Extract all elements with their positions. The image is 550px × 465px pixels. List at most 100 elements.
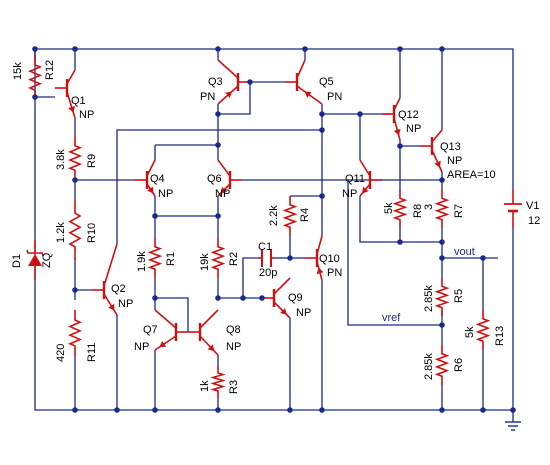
junction-dot [72, 46, 78, 52]
junction-dot [319, 193, 325, 199]
transistor-q2-part [108, 303, 115, 311]
label-q2: Q2 [111, 283, 126, 295]
resistor-r12 [27, 55, 43, 100]
zener-d1-body [28, 254, 42, 266]
wire-q2-col [116, 129, 322, 244]
transistor-q8 [188, 309, 219, 356]
label-q6: Q6 [207, 173, 222, 185]
label-r4-value: 2.2k [268, 205, 280, 226]
label-q12: Q12 [398, 109, 419, 121]
transistor-q12 [382, 97, 401, 141]
label-r6-value: 2.85k [423, 353, 435, 380]
label-r8-value: 5k [383, 202, 395, 214]
label-q2-type: NP [118, 298, 133, 310]
junction-dot [72, 177, 78, 183]
junction-dot [114, 407, 120, 413]
resistor-r4 [282, 196, 298, 236]
junction-dot [215, 295, 221, 301]
transistor-q1-part [66, 91, 76, 119]
junction-dot [439, 255, 445, 261]
transistor-q9 [262, 277, 291, 319]
label-r13-value: 5k [464, 326, 476, 338]
junction-dot [397, 239, 403, 245]
transistor-q8-part [199, 335, 219, 356]
transistor-q2-part [103, 243, 118, 287]
junction-dot [215, 46, 221, 52]
junction-dot [397, 46, 403, 52]
resistor-r7 [434, 190, 450, 228]
junction-dot [439, 407, 445, 413]
label-q8: Q8 [226, 324, 241, 336]
label-r12-value: 15k [12, 62, 24, 80]
transistor-q2 [92, 243, 118, 316]
junction-dot [247, 79, 253, 85]
transistor-q3 [217, 59, 250, 105]
transistor-q6-part [217, 159, 231, 177]
label-r3-value: 1k [199, 380, 211, 392]
junction-dot [152, 407, 158, 413]
label-r1: R1 [165, 252, 177, 266]
label-r4: R4 [299, 208, 311, 222]
label-v1-value: 12 [528, 215, 540, 227]
transistor-q7 [154, 309, 188, 351]
label-q11-type: NP [342, 188, 357, 200]
label-r9: R9 [86, 154, 98, 168]
junction-dot [240, 295, 246, 301]
junction-dot [357, 111, 363, 117]
label-q8-type: NP [226, 341, 241, 353]
wire-r2-bot [217, 278, 262, 299]
label-q6-type: NP [215, 188, 230, 200]
label-r10-value: 1.2k [55, 222, 67, 243]
label-r13: R13 [494, 326, 506, 346]
junction-dot [319, 111, 325, 117]
transistor-q13-part [431, 129, 443, 143]
transistor-q5-part [304, 91, 312, 98]
transistor-q11-part [362, 186, 369, 194]
label-r8: R8 [412, 204, 424, 218]
label-r2-value: 19k [199, 253, 211, 271]
label-q1: Q1 [71, 95, 86, 107]
transistor-q6 [217, 159, 242, 197]
label-q3-type: PN [200, 91, 215, 103]
wires [34, 48, 514, 422]
transistor-q5 [285, 59, 323, 105]
resistor-r3 [210, 366, 226, 398]
wire-q7-base [154, 278, 189, 332]
resistor-r8 [392, 190, 408, 228]
label-r9-value: 3.8k [55, 149, 67, 170]
transistor-q7-part [154, 309, 177, 329]
resistor-r10 [68, 200, 82, 260]
transistor-q1-part [68, 106, 75, 113]
label-c1-value: 20p [259, 267, 277, 279]
junction-dot [215, 407, 221, 413]
transistor-q11 [359, 159, 382, 197]
transistor-q10-part [316, 235, 323, 255]
junction-dot [439, 46, 445, 52]
junction-dot [397, 143, 403, 149]
label-r3: R3 [228, 380, 240, 394]
transistor-q3-part [217, 59, 239, 79]
transistor-q7-part [154, 335, 177, 351]
junction-dot [215, 142, 221, 148]
label-d1-type: ZQ [41, 252, 53, 268]
label-q9: Q9 [288, 292, 303, 304]
transistor-q9-part [273, 277, 291, 295]
transistor-q12-part [393, 97, 401, 111]
transistor-q10 [305, 235, 324, 281]
junction-dot [439, 177, 445, 183]
transistor-q13-part [431, 149, 443, 173]
transistor-q3-part [225, 91, 232, 99]
wire-top-rail [35, 48, 514, 190]
junction-dot [259, 295, 265, 301]
label-r7-value: 3 [423, 204, 435, 210]
transistor-q8-part [199, 309, 219, 329]
label-r11-value: 420 [55, 344, 67, 362]
label-r5: R5 [453, 289, 465, 303]
junction-dot [32, 46, 38, 52]
transistor-q5-part [296, 85, 323, 105]
resistor-r5 [434, 278, 450, 316]
junction-dots [32, 46, 516, 413]
label-r5-value: 2.85k [423, 285, 435, 312]
junction-dot [287, 255, 293, 261]
